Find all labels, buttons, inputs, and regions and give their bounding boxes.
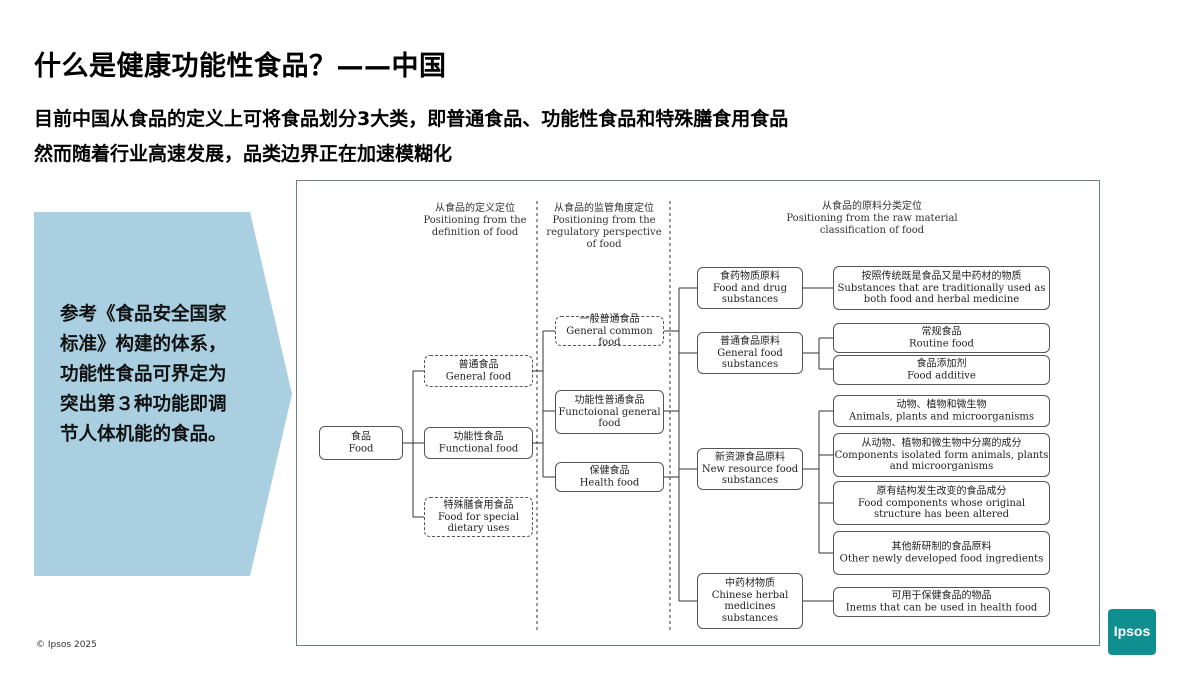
node-altered-structure-components-en: Food components whose original structure…	[857, 497, 1026, 520]
node-special-diet-food-zh: 特殊膳食用食品	[443, 499, 514, 511]
node-general-common-food-zh: 一般普通食品	[579, 313, 640, 325]
callout-arrow	[34, 212, 292, 576]
node-traditional-substances-en: Substances that are traditionally used a…	[837, 282, 1046, 305]
header-regulatory-zh: 从食品的监管角度定位	[554, 203, 654, 214]
copyright-footer: © Ipsos 2025	[36, 640, 97, 650]
node-isolated-components-en: Components isolated form animals, plants…	[834, 449, 1049, 472]
node-functional-general-food-en: Functoional general food	[558, 406, 661, 429]
node-animals-plants-microorganisms-en: Animals, plants and microorganisms	[849, 411, 1034, 422]
node-general-common-food-en: General common food	[566, 325, 653, 348]
node-general-food-en: General food	[445, 371, 512, 382]
node-altered-structure-components-zh: 原有结构发生改变的食品成分	[876, 485, 1007, 497]
header-definition-zh: 从食品的定义定位	[435, 203, 515, 214]
slide-subtitle-1: 目前中国从食品的定义上可将食品划分3大类，即普通食品、功能性食品和特殊膳食用食品	[34, 108, 789, 130]
node-food-additive-en: Food additive	[907, 370, 976, 381]
slide-title: 什么是健康功能性食品？——中国	[34, 51, 447, 82]
node-functional-food-en: Functional food	[438, 443, 519, 454]
node-food-zh: 食品	[351, 431, 371, 443]
node-general-food-substances-zh: 普通食品原料	[720, 335, 780, 347]
node-health-food-zh: 保健食品	[589, 465, 630, 477]
header-raw-material-en: Positioning from the raw material classi…	[786, 213, 958, 236]
node-food-en: Food	[348, 443, 374, 454]
header-definition-en: Positioning from the definition of food	[423, 215, 527, 238]
header-raw-material: 从食品的原料分类定位 Positioning from the raw mate…	[777, 201, 967, 237]
node-special-diet-food-en: Food for special dietary uses	[437, 511, 520, 534]
diagram-connectors	[403, 201, 833, 631]
node-general-food-substances-en: General food substances	[717, 347, 783, 370]
node-isolated-components-zh: 从动物、植物和微生物中分离的成分	[861, 437, 1022, 449]
node-chinese-herbal-substances-zh: 中药材物质	[725, 578, 775, 589]
node-health-food-en: Health food	[579, 477, 640, 488]
node-new-resource-food-substances-zh: 新资源食品原料	[715, 451, 785, 463]
node-animals-plants-microorganisms-zh: 动物、植物和微生物	[896, 399, 987, 411]
node-traditional-substances-zh: 按照传统既是食品又是中药材的物质	[861, 270, 1022, 282]
node-new-resource-food-substances-en: New resource food substances	[701, 463, 799, 486]
node-routine-food-zh: 常规食品	[921, 326, 962, 338]
header-definition: 从食品的定义定位 Positioning from the definition…	[415, 203, 535, 239]
node-functional-general-food-zh: 功能性普通食品	[574, 394, 645, 406]
header-regulatory-en: Positioning from the regulatory perspect…	[546, 215, 662, 250]
node-general-food-zh: 普通食品	[458, 359, 499, 371]
ipsos-logo-text: Ipsos	[1113, 623, 1151, 639]
node-other-new-ingredients-en: Other newly developed food ingredients	[839, 553, 1044, 564]
slide-subtitle-2: 然而随着行业高速发展，品类边界正在加速模糊化	[34, 143, 453, 165]
header-regulatory: 从食品的监管角度定位 Positioning from the regulato…	[540, 203, 668, 251]
node-chinese-herbal-substances-en: Chinese herbal medicines substances	[711, 589, 789, 624]
node-functional-food-zh: 功能性食品	[453, 431, 504, 443]
callout-text: 参考《食品安全国家标准》构建的体系，功能性食品可界定为突出第３种功能即调节人体机…	[60, 304, 227, 445]
node-routine-food-en: Routine food	[909, 338, 974, 349]
ipsos-logo: Ipsos	[1108, 609, 1156, 655]
food-classification-diagram: 从食品的定义定位 Positioning from the definition…	[296, 180, 1100, 646]
node-food-drug-substances-zh: 食药物质原料	[720, 270, 780, 282]
node-other-new-ingredients-zh: 其他新研制的食品原料	[891, 541, 992, 553]
header-raw-material-zh: 从食品的原料分类定位	[822, 201, 922, 212]
node-food-additive-zh: 食品添加剂	[916, 358, 967, 370]
node-health-food-items-en: Inems that can be used in health food	[845, 602, 1038, 613]
node-food-drug-substances-en: Food and drug substances	[712, 282, 788, 305]
node-health-food-items-zh: 可用于保健食品的物品	[891, 590, 992, 602]
